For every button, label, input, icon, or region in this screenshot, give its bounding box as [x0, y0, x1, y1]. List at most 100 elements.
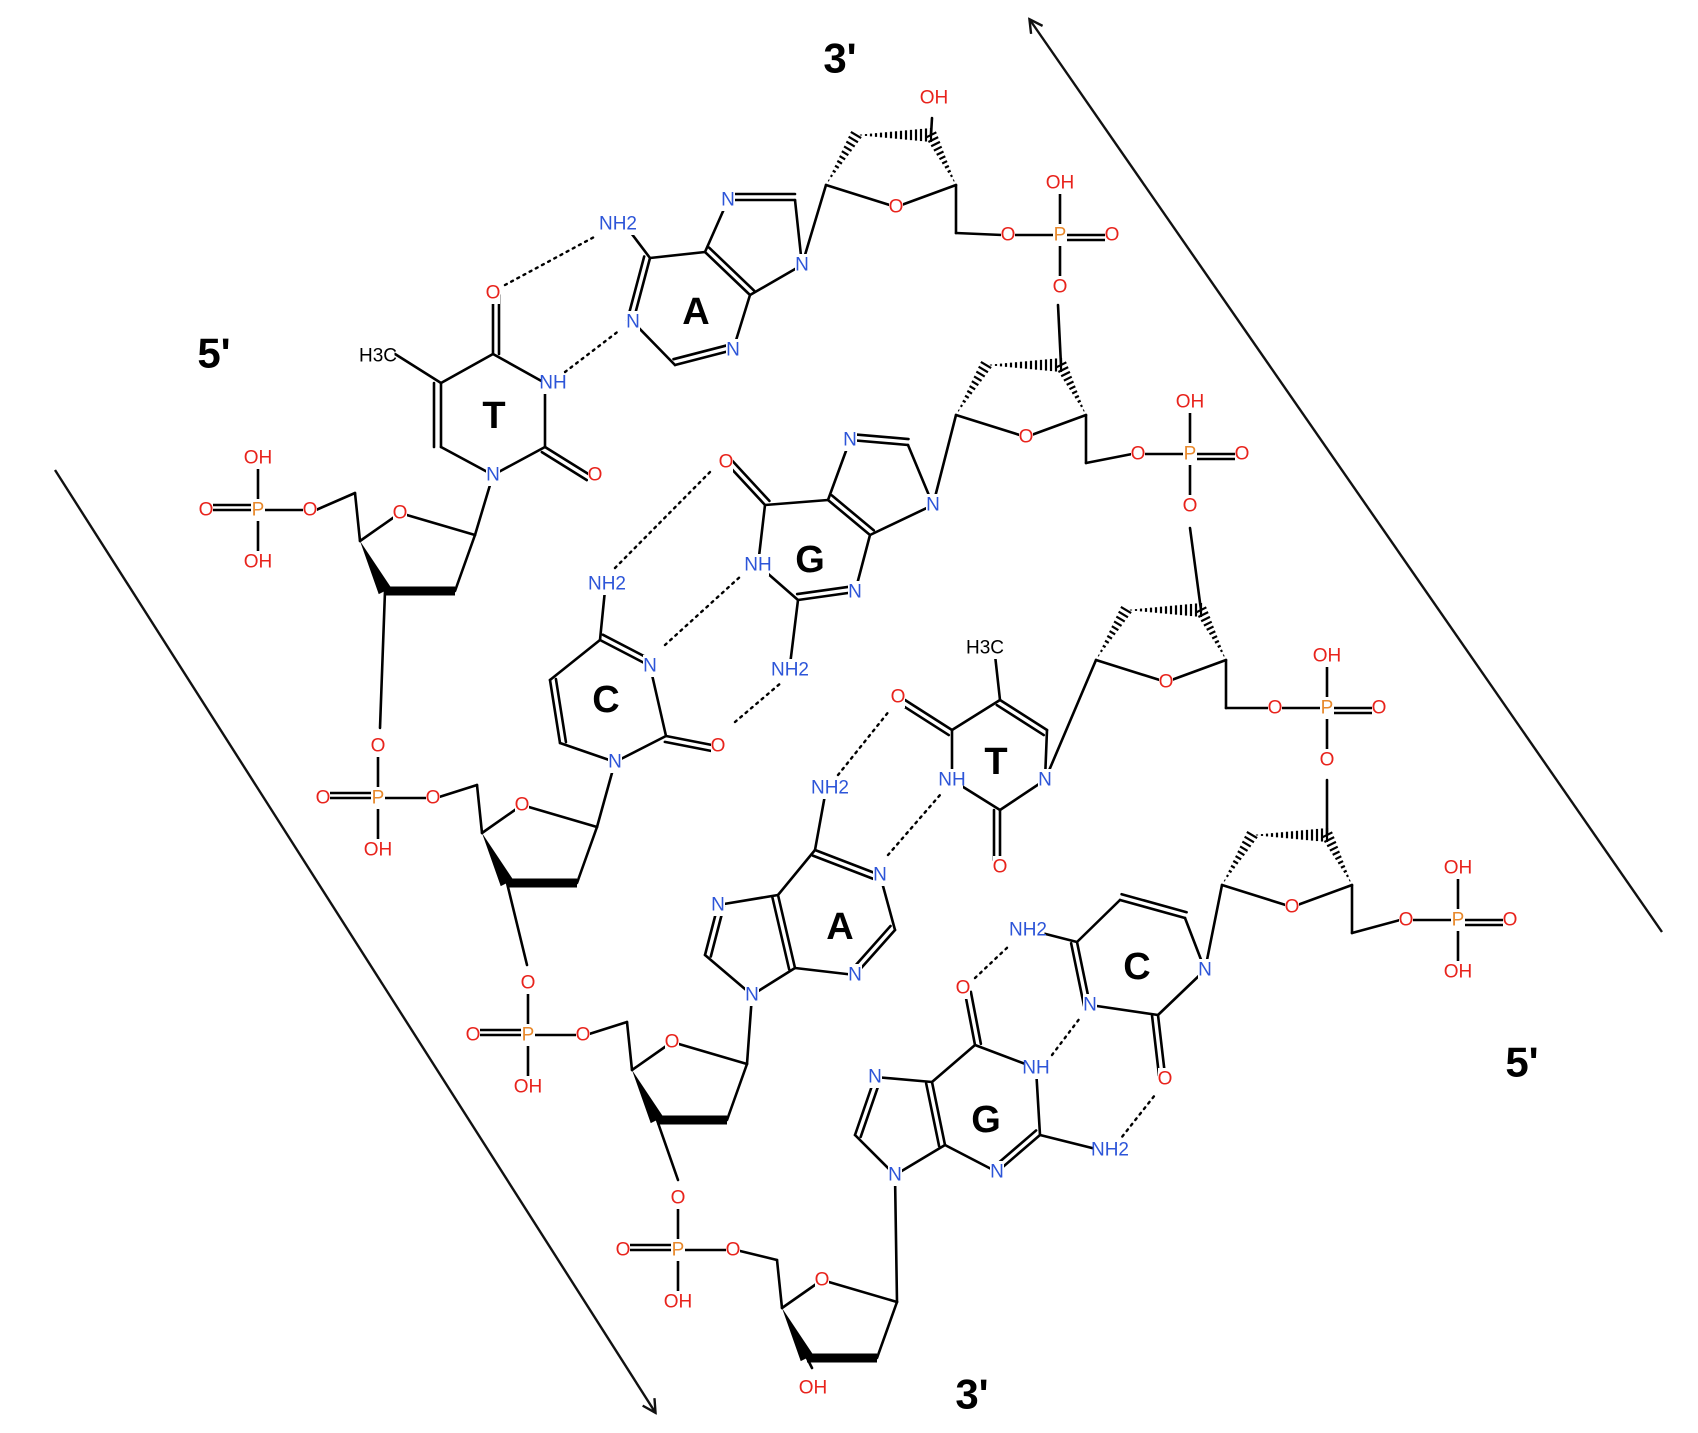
bond-81 — [813, 793, 827, 852]
hashed-bond — [1343, 869, 1348, 874]
sugar-l4-ring-o: O — [815, 1270, 830, 1291]
hashed-bond — [1329, 845, 1339, 852]
phosphate-r4-oh: OH — [1444, 962, 1473, 983]
c4-o2: O — [1158, 1069, 1173, 1090]
bond-41 — [1056, 303, 1063, 367]
double-bond — [859, 1077, 882, 1139]
right-strand-direction-arrow — [1030, 20, 1663, 933]
atom-label-bg — [1268, 697, 1282, 719]
bond-21 — [505, 881, 529, 967]
atom-label-bg — [1053, 276, 1067, 298]
atom-label-bg — [891, 686, 905, 708]
bond-29 — [1164, 658, 1228, 684]
phosphate-l4-p: P — [672, 1240, 685, 1261]
double-bond — [673, 348, 735, 367]
hashed-bond — [1097, 654, 1100, 657]
hashed-bond — [964, 394, 970, 399]
atom-label-bg — [993, 856, 1007, 878]
phosphate-l2-o: O — [426, 788, 441, 809]
atom-label-bg — [956, 977, 970, 999]
hashed-bond — [1228, 869, 1233, 874]
atom-label-bg — [923, 87, 945, 109]
wedge-bond — [360, 541, 392, 595]
bond-47 — [491, 352, 547, 385]
hashed-bond — [1111, 625, 1119, 632]
atom-label-bg — [671, 1239, 685, 1261]
sugar-r4-ring-o: O — [1285, 897, 1300, 918]
hashed-bond — [966, 389, 973, 395]
bond-1 — [398, 511, 477, 537]
atom-label-bg — [1316, 645, 1338, 667]
strand-end-labels: 5' 3' 3' 5' — [197, 35, 1538, 1418]
sugar-r2-ring-o: O — [1019, 427, 1034, 448]
bond-28 — [1094, 658, 1168, 684]
base-letter-c-right-4: C — [1123, 946, 1150, 988]
double-bond — [924, 1081, 941, 1148]
bond-13 — [314, 491, 357, 512]
bond-51 — [800, 183, 828, 267]
sugar-r1-3prime-oh: OH — [920, 88, 949, 109]
atom-label-bg — [815, 1269, 829, 1291]
double-bond — [1156, 1013, 1167, 1077]
double-bond — [826, 498, 872, 537]
double-bond — [969, 990, 983, 1046]
t3-o2: O — [993, 857, 1008, 878]
hashed-bond — [1200, 615, 1211, 623]
double-bond — [543, 445, 592, 477]
g2-n3: N — [848, 582, 862, 603]
double-bond — [598, 638, 652, 668]
phosphate-r2-o: O — [1131, 444, 1146, 465]
atom-label-bg — [1451, 909, 1465, 931]
hashed-bond — [1223, 879, 1226, 882]
phosphate-l3-o: O — [466, 1025, 481, 1046]
hashed-bond — [930, 140, 941, 148]
atom-label-bg — [1235, 443, 1249, 465]
hashed-bond — [944, 164, 950, 169]
atom-label-bg — [515, 794, 529, 816]
bond-69 — [763, 498, 830, 507]
atom-label-bg — [590, 573, 624, 595]
double-bond — [1150, 1014, 1161, 1077]
phosphate-r1-o: O — [1053, 277, 1068, 298]
bond-89 — [893, 1173, 899, 1304]
atom-label-bg — [1083, 994, 1097, 1016]
hashed-bond — [1219, 649, 1223, 653]
atom-label-bg — [888, 1164, 902, 1186]
atom-label-bg — [848, 581, 862, 603]
phosphate-r1-oh: OH — [1046, 173, 1075, 194]
hashed-bond — [838, 155, 846, 161]
double-bond — [770, 895, 791, 971]
atom-label-bg — [745, 984, 759, 1006]
c4-n3: N — [1083, 995, 1097, 1016]
atom-label-bg — [371, 787, 385, 809]
bond-17 — [584, 1020, 629, 1037]
atom-label-bg — [795, 254, 809, 276]
double-bond — [995, 703, 1046, 737]
atom-label-bg — [747, 554, 769, 576]
hashed-bond — [1066, 380, 1074, 386]
bond-77 — [750, 966, 797, 997]
atom-label-bg — [1001, 224, 1015, 246]
atom-label-bg — [1179, 391, 1201, 413]
atom-label-bg — [608, 751, 622, 773]
hashed-bond — [933, 145, 943, 152]
right-strand-5prime-label: 5' — [1505, 1039, 1538, 1086]
double-bond — [726, 463, 767, 507]
bond-5 — [575, 825, 599, 885]
a1-n9: N — [795, 255, 809, 276]
g4-n3: N — [990, 1162, 1004, 1183]
bond-12 — [353, 491, 362, 543]
phosphate-l4-o: O — [616, 1240, 631, 1261]
atom-label-bg — [1285, 896, 1299, 918]
double-bond — [672, 342, 733, 361]
atom-label-bg — [426, 787, 440, 809]
hashed-bond — [1079, 404, 1083, 408]
bond-19 — [734, 1248, 779, 1262]
phosphate-l2-oh: OH — [364, 840, 393, 861]
atom-label-bg — [1158, 1068, 1172, 1090]
a3-n3: N — [848, 965, 862, 986]
hashed-bond — [1120, 605, 1132, 615]
atom-label-bg — [643, 655, 657, 677]
atom-label-bg — [371, 735, 385, 757]
base-letters: T A C G A T G C — [482, 291, 1150, 1141]
